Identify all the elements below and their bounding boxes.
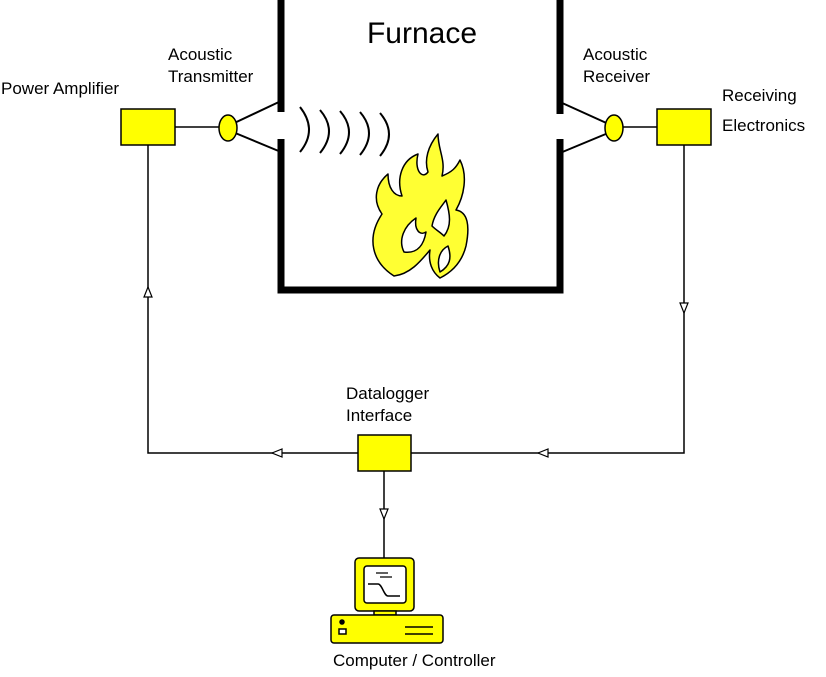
furnace <box>277 0 564 294</box>
arrow-down-icon <box>679 302 689 315</box>
arrows <box>143 285 689 521</box>
power-amplifier-label: Power Amplifier <box>1 79 119 98</box>
monitor-screen <box>363 565 407 604</box>
horns <box>227 100 614 154</box>
datalogger-interface-label: Interface <box>346 406 412 425</box>
sound-wave <box>359 111 370 156</box>
labels: Power Amplifier Acoustic Transmitter Aco… <box>1 45 805 670</box>
sound-wave <box>379 112 390 157</box>
arrow-left-icon <box>270 448 283 458</box>
acoustic-transmitter-icon <box>218 114 238 142</box>
sound-wave <box>299 106 310 153</box>
signal-lines <box>147 126 685 558</box>
receiving-electronics-label: Receiving <box>722 86 797 105</box>
acoustic-receiver-icon <box>604 114 624 142</box>
datalogger-interface-box <box>357 434 412 472</box>
sound-wave <box>319 109 330 154</box>
arrow-up-icon <box>143 285 153 298</box>
flame-icon <box>372 133 469 279</box>
acoustic-transmitter-label: Acoustic <box>168 45 233 64</box>
sound-waves <box>299 106 390 157</box>
system-unit <box>330 614 444 644</box>
computer-icon <box>330 557 444 644</box>
acoustic-receiver-label: Acoustic <box>583 45 648 64</box>
furnace-wall-left-lower-and-floor <box>277 139 564 294</box>
sound-wave <box>339 110 350 155</box>
acoustic-receiver-label: Receiver <box>583 67 650 86</box>
arrow-down-icon <box>379 508 389 521</box>
receiving-electronics-box <box>656 108 712 146</box>
receiver-horn <box>559 101 614 154</box>
computer-controller-label: Computer / Controller <box>333 651 496 670</box>
furnace-title: Furnace <box>367 17 477 50</box>
datalogger-interface-label: Datalogger <box>346 384 430 403</box>
acoustic-transmitter-label: Transmitter <box>168 67 254 86</box>
receiving-electronics-label: Electronics <box>722 116 805 135</box>
power-amplifier-box <box>120 108 176 146</box>
arrow-left-icon <box>536 448 549 458</box>
